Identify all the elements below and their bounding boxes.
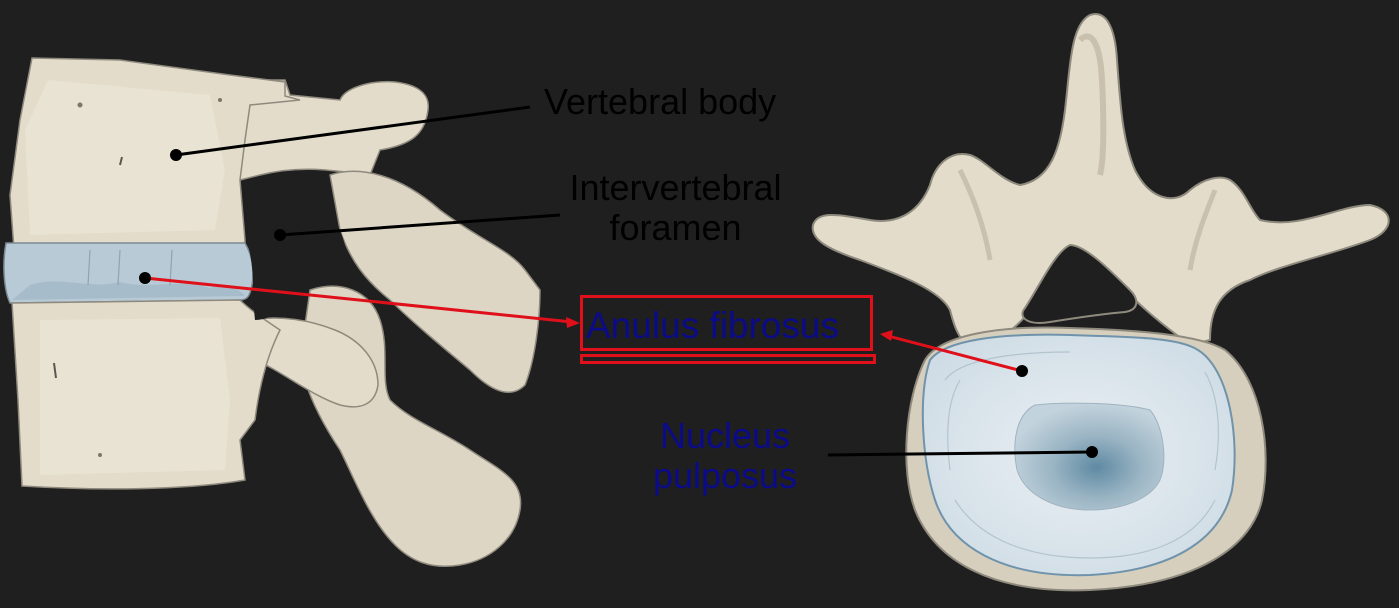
highlight-box xyxy=(580,295,873,351)
leader-vertebral-body xyxy=(175,105,531,157)
label-vertebral-body: Vertebral body xyxy=(544,81,777,122)
spinal-canal xyxy=(1021,243,1138,324)
foramen-opening xyxy=(244,179,345,320)
pointer-dot-nucleus xyxy=(1086,446,1098,458)
pointer-dot-foramen xyxy=(274,229,286,241)
pointer-dot-anulus-superior xyxy=(1016,365,1028,377)
leader-anulus-lateral xyxy=(144,276,573,324)
pointer-dot-vertebral-body xyxy=(170,149,182,161)
leader-intervertebral-foramen xyxy=(279,213,561,237)
pointer-dot-anulus-lateral xyxy=(139,272,151,284)
label-nucleus-pulposus: Nucleus pulposus xyxy=(652,415,798,496)
arrowhead-right xyxy=(880,330,893,341)
leader-lines xyxy=(139,105,1098,458)
arrowhead-left xyxy=(566,317,580,328)
lower-articular-process xyxy=(249,317,379,408)
label-anulus-fibrosus: Anulus fibrosus xyxy=(586,305,839,346)
leader-anulus-superior xyxy=(887,334,1023,373)
leader-nucleus-pulposus xyxy=(827,450,1093,457)
lateral-view xyxy=(3,57,541,567)
upper-articular-process xyxy=(229,79,429,181)
label-intervertebral-foramen: Intervertebral foramen xyxy=(569,167,782,248)
highlight-underline-box xyxy=(580,354,876,364)
superior-view xyxy=(811,13,1390,592)
